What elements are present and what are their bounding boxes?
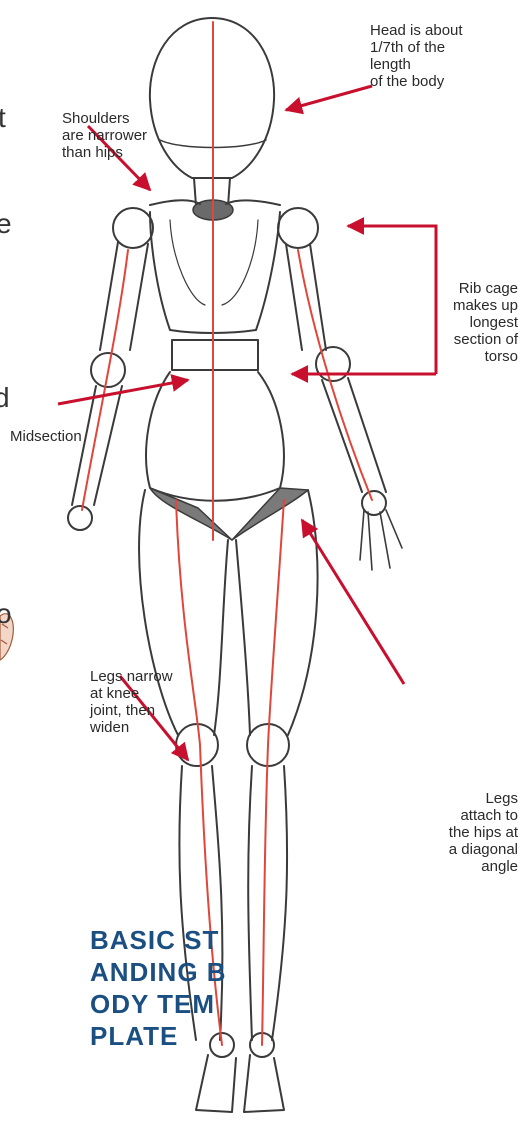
note-line: attach to: [449, 807, 518, 824]
right-wrist-joint: [362, 491, 386, 515]
pelvis: [146, 372, 284, 501]
note-shoulders: Shoulders are narrower than hips: [62, 110, 147, 161]
cropped-glyph: t: [0, 104, 6, 132]
note-line: Head is about: [370, 22, 463, 39]
page-title: BASIC STANDING BODY TEMPLATE: [90, 924, 230, 1052]
left-foot: [196, 1055, 236, 1112]
left-upper-arm: [100, 242, 148, 350]
note-knee: Legs narrow at knee joint, then widen: [90, 668, 173, 736]
note-line: a diagonal: [449, 841, 518, 858]
note-line: joint, then: [90, 702, 173, 719]
cropped-glyph: o: [0, 600, 12, 628]
note-line: the hips at: [449, 824, 518, 841]
note-line: Midsection: [10, 428, 82, 445]
note-line: are narrower: [62, 127, 147, 144]
left-wrist-joint: [68, 506, 92, 530]
hip-wedge-right: [232, 488, 308, 540]
note-line: Legs: [449, 790, 518, 807]
note-midsection: Midsection: [10, 428, 82, 445]
hip-wedge-left: [150, 488, 232, 540]
right-foot: [244, 1055, 284, 1112]
note-head-proportion: Head is about 1/7th of the length of the…: [370, 22, 463, 90]
right-forearm: [322, 378, 386, 492]
note-line: Rib cage: [453, 280, 518, 297]
cropped-glyph: d: [0, 384, 10, 412]
note-line: makes up: [453, 297, 518, 314]
red-guide-lines: [82, 22, 372, 1045]
note-line: widen: [90, 719, 173, 736]
note-line: of the body: [370, 73, 463, 90]
note-rib-cage: Rib cage makes up longest section of tor…: [453, 280, 518, 365]
note-line: 1/7th of the: [370, 39, 463, 56]
head-arrow: [286, 86, 372, 110]
annotation-arrows: [58, 86, 436, 760]
right-hand: [360, 510, 402, 570]
note-line: Shoulders: [62, 110, 147, 127]
note-line: torso: [453, 348, 518, 365]
note-line: at knee: [90, 685, 173, 702]
note-line: section of: [453, 331, 518, 348]
midsection-arrow: [58, 380, 188, 404]
right-shoulder-joint: [278, 208, 318, 248]
right-upper-arm: [286, 244, 326, 350]
ribcage-bracket-arrow: [348, 226, 436, 282]
note-line: angle: [449, 858, 518, 875]
note-line: longest: [453, 314, 518, 331]
waist-band: [172, 340, 258, 370]
note-line: Legs narrow: [90, 668, 173, 685]
left-forearm: [72, 386, 122, 505]
rib-cage: [150, 212, 280, 333]
note-line: than hips: [62, 144, 147, 161]
note-hip-attachment: Legs attach to the hips at a diagonal an…: [449, 790, 518, 875]
cropped-glyph: e: [0, 210, 12, 238]
right-shin: [248, 766, 287, 1040]
note-line: length: [370, 56, 463, 73]
left-knee-joint: [176, 724, 218, 766]
